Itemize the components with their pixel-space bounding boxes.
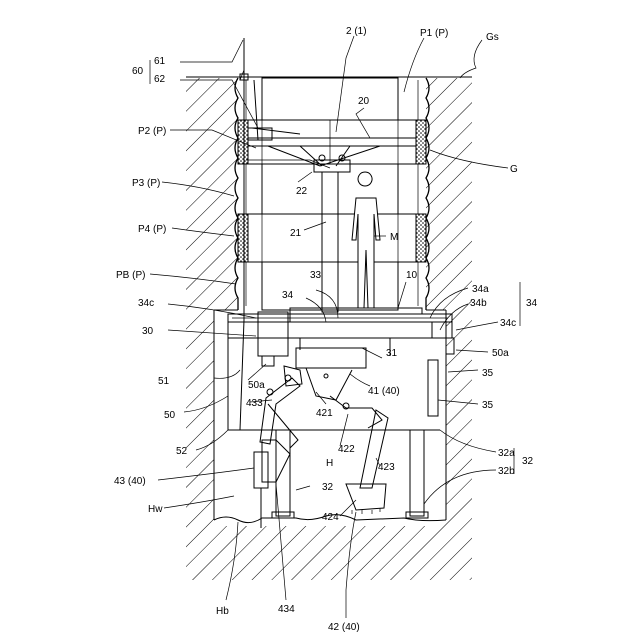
label-433: 433 xyxy=(246,398,263,409)
label-32a: 32a xyxy=(498,448,515,459)
label-34-upper: 34 xyxy=(282,290,294,301)
label-434: 434 xyxy=(278,604,295,615)
ground-hatch xyxy=(186,78,472,580)
label-Gs: Gs xyxy=(486,32,499,43)
label-61: 61 xyxy=(154,56,166,67)
label-51: 51 xyxy=(158,376,170,387)
label-34b: 34b xyxy=(470,298,487,309)
label-34c-upper: 34c xyxy=(138,298,154,309)
label-M: M xyxy=(390,232,398,243)
label-21: 21 xyxy=(290,228,302,239)
label-P4: P4 (P) xyxy=(138,224,166,235)
segment-erector-20 xyxy=(246,128,416,172)
label-62: 62 xyxy=(154,74,166,85)
label-P3: P3 (P) xyxy=(132,178,160,189)
worker-figure-M xyxy=(352,172,380,308)
label-34: 34 xyxy=(526,298,538,309)
label-423: 423 xyxy=(378,462,395,473)
label-10: 10 xyxy=(406,270,418,281)
label-421: 421 xyxy=(316,408,333,419)
label-22: 22 xyxy=(296,186,308,197)
label-G: G xyxy=(510,164,518,175)
label-Hb: Hb xyxy=(216,606,229,617)
label-20: 20 xyxy=(358,96,370,107)
label-52: 52 xyxy=(176,446,188,457)
label-32-lower: 32 xyxy=(322,482,334,493)
label-50: 50 xyxy=(164,410,176,421)
label-43: 43 (40) xyxy=(114,476,146,487)
label-50a-right: 50a xyxy=(492,348,509,359)
control-box-30 xyxy=(258,312,288,356)
label-41: 41 (40) xyxy=(368,386,400,397)
label-424: 424 xyxy=(322,512,339,523)
label-33: 33 xyxy=(310,270,322,281)
label-2: 2 (1) xyxy=(346,26,367,37)
label-35-lower: 35 xyxy=(482,400,494,411)
label-50a-left: 50a xyxy=(248,380,265,391)
label-31: 31 xyxy=(386,348,398,359)
label-30: 30 xyxy=(142,326,154,337)
excavator-42 xyxy=(296,348,388,514)
center-column-21 xyxy=(322,172,338,312)
label-PB: PB (P) xyxy=(116,270,145,281)
label-32-group: 32 xyxy=(522,456,534,467)
label-32b: 32b xyxy=(498,466,515,477)
label-P1: P1 (P) xyxy=(420,28,448,39)
label-422: 422 xyxy=(338,444,355,455)
label-60: 60 xyxy=(132,66,144,77)
box-50a-left xyxy=(262,356,274,366)
label-35-upper: 35 xyxy=(482,368,494,379)
label-Hw: Hw xyxy=(148,504,163,515)
label-34c: 34c xyxy=(500,318,516,329)
segment-rings xyxy=(238,78,426,310)
label-34a: 34a xyxy=(472,284,489,295)
label-42: 42 (40) xyxy=(328,622,360,633)
label-H: H xyxy=(326,458,333,469)
label-P2: P2 (P) xyxy=(138,126,166,137)
